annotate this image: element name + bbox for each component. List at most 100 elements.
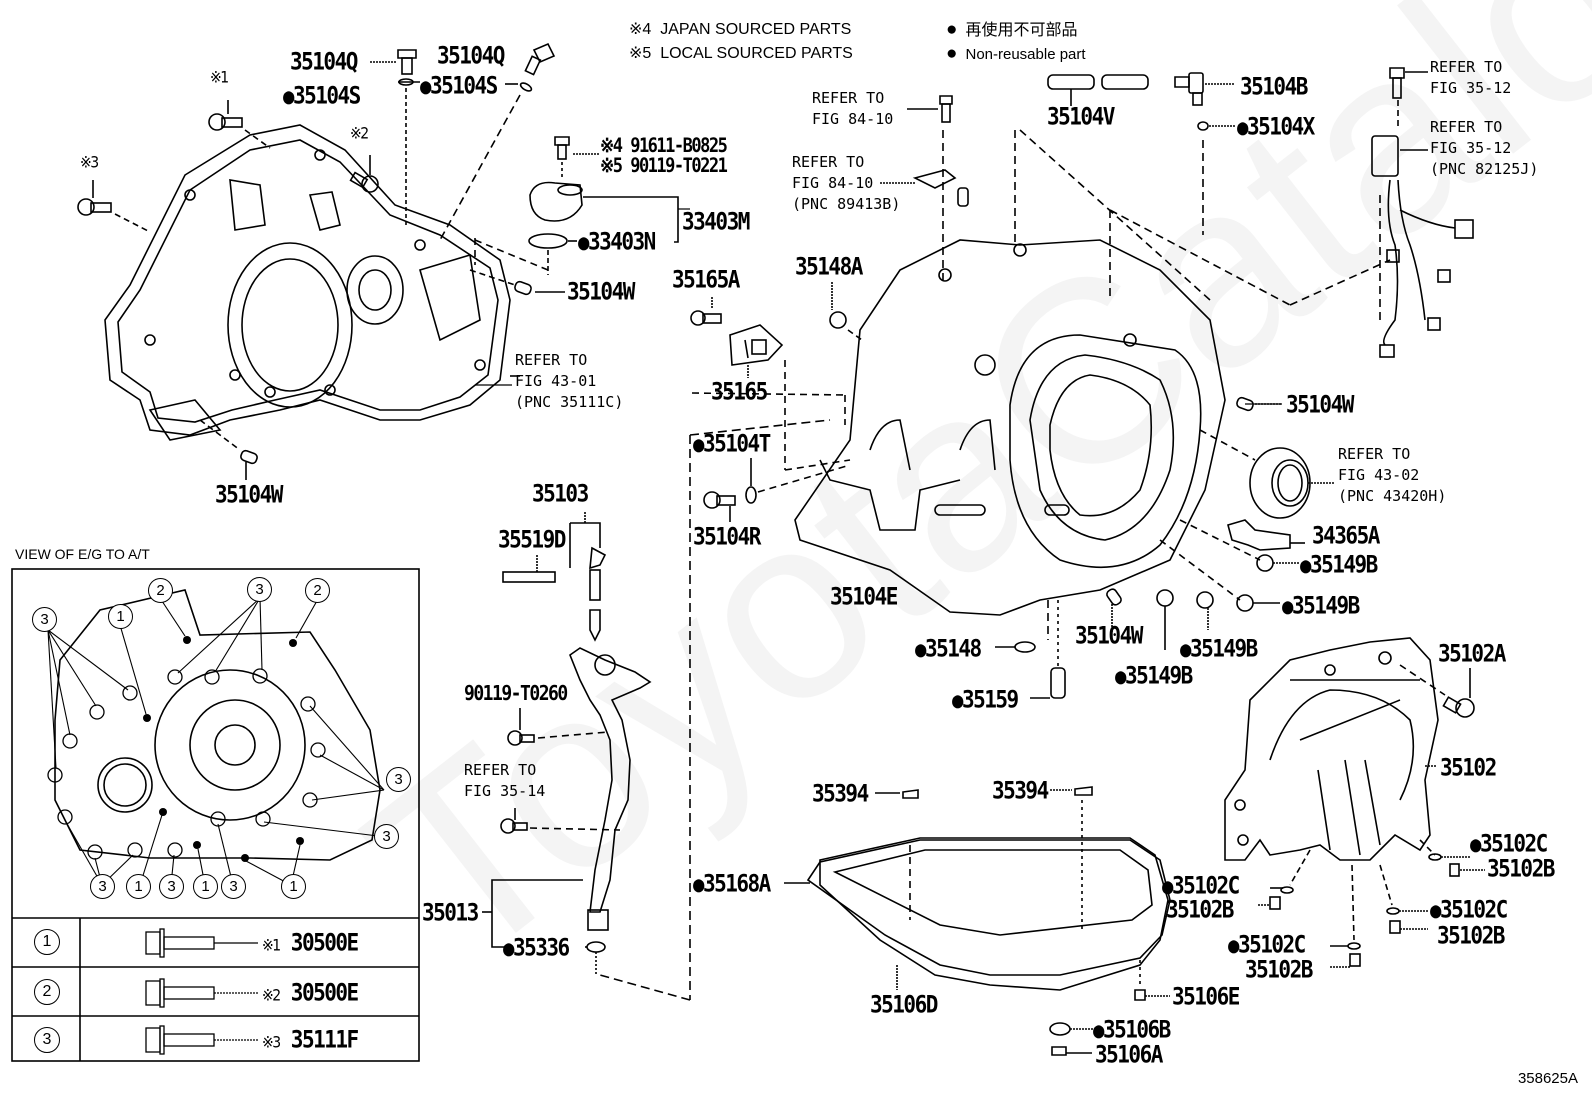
part-label-nonreusable[interactable]: 35104S [420, 71, 498, 100]
part-label-nonreusable[interactable]: 35149B [1180, 634, 1258, 663]
part-number: 35149B [1124, 661, 1193, 690]
refer-to-fig-35-14[interactable]: REFER TO FIG 35-14 [464, 761, 546, 800]
part-label[interactable]: 33403M [682, 207, 750, 236]
inset-title: VIEW OF E/G TO A/T [15, 546, 150, 562]
part-label[interactable]: 35394 [812, 779, 869, 808]
callout-circle: 3 [159, 874, 184, 899]
part-label-nonreusable[interactable]: 35102C [1470, 831, 1548, 856]
part-label[interactable]: 35104E [830, 582, 898, 611]
refer-to-fig-35-12-pnc[interactable]: REFER TO FIG 35-12 (PNC 82125J) [1430, 118, 1539, 178]
part-label-nonreusable[interactable]: 35102C [1228, 930, 1306, 959]
refer-to-fig-43-02[interactable]: REFER TO FIG 43-02 (PNC 43420H) [1338, 445, 1447, 505]
inset-view [11, 568, 420, 1062]
refer-to-fig-35-12[interactable]: REFER TO FIG 35-12 [1430, 58, 1512, 97]
part-label[interactable]: 35148A [795, 252, 863, 281]
part-label[interactable]: 35165A [672, 265, 740, 294]
part-number: 35149B [1189, 634, 1258, 663]
part-label[interactable]: 35102A [1438, 639, 1506, 668]
callout-circle: 2 [148, 578, 173, 603]
part-label[interactable]: 35165 [711, 377, 768, 406]
part-label[interactable]: 35104Q [290, 47, 358, 76]
part-number: 33403N [587, 227, 656, 256]
part-label[interactable]: ※4 91611-B0825 [600, 134, 728, 158]
callout-circle: 1 [126, 874, 151, 899]
part-label-nonreusable[interactable]: 33403N [578, 227, 656, 256]
oil-dipstick-and-tube [482, 512, 652, 975]
part-label-nonreusable[interactable]: 35159 [952, 687, 1019, 712]
part-label-nonreusable[interactable]: 35148 [915, 634, 982, 663]
part-label[interactable]: 35519D [498, 525, 566, 554]
bolt-table-part[interactable]: ※3 35111F [262, 1027, 359, 1052]
converter-housing [104, 124, 511, 441]
part-label[interactable]: 35104Q [437, 41, 505, 70]
bolt-table-key: 2 [34, 979, 60, 1005]
part-number: 35102C [1237, 930, 1306, 959]
part-label[interactable]: 35394 [992, 776, 1049, 805]
part-number: 35104T [702, 429, 771, 458]
part-label[interactable]: 35104V [1047, 102, 1115, 131]
refer-to-fig-43-01[interactable]: REFER TO FIG 43-01 (PNC 35111C) [515, 351, 624, 411]
part-label[interactable]: ※5 90119-T0221 [600, 154, 728, 178]
part-label[interactable]: 35103 [532, 479, 589, 508]
callout-circle: 3 [247, 577, 272, 602]
part-label-nonreusable[interactable]: 35149B [1300, 550, 1378, 579]
oil-seal-and-plugs [995, 429, 1335, 699]
bolt-table-part[interactable]: ※1 30500E [262, 930, 359, 955]
part-number: 35102C [1439, 895, 1508, 924]
leader-lines [475, 208, 1282, 405]
part-label-nonreusable[interactable]: 35336 [503, 935, 570, 960]
bolt-table-key: 3 [34, 1027, 60, 1053]
part-label[interactable]: 35102B [1245, 955, 1313, 984]
part-label-nonreusable[interactable]: 35104X [1237, 112, 1315, 141]
bolt-table-part[interactable]: ※2 30500E [262, 980, 359, 1006]
part-label[interactable]: 35104R [693, 522, 761, 551]
part-label-nonreusable[interactable]: 35149B [1115, 661, 1193, 690]
bolt-table-note: ※2 [262, 986, 281, 1006]
part-label-nonreusable[interactable]: 35168A [693, 871, 771, 896]
legend-note-4: ※4 JAPAN SOURCED PARTS [629, 21, 852, 38]
part-number: 35104S [292, 81, 361, 110]
legend-nonreusable-jp-text: 再使用不可部品 [965, 22, 1078, 39]
part-label-nonreusable[interactable]: 35102C [1162, 871, 1240, 900]
dowel-pins [199, 269, 1282, 632]
part-label-nonreusable[interactable]: 35104S [283, 81, 361, 110]
refer-to-fig-84-10[interactable]: REFER TO FIG 84-10 [812, 89, 894, 128]
part-label[interactable]: 35102B [1487, 854, 1555, 883]
part-label[interactable]: 35013 [422, 898, 479, 927]
part-label[interactable]: 35102 [1440, 753, 1497, 782]
sensors-top [880, 67, 1474, 358]
part-label[interactable]: 35102B [1166, 895, 1234, 924]
part-label[interactable]: 35104W [1075, 621, 1143, 650]
part-number: 35148 [924, 634, 982, 663]
part-label[interactable]: 35106A [1095, 1040, 1163, 1069]
refer-to-fig-84-10-pnc[interactable]: REFER TO FIG 84-10 (PNC 89413B) [792, 153, 901, 213]
part-label[interactable]: 90119-T0260 [464, 681, 568, 706]
part-label[interactable]: 35104W [1286, 390, 1354, 419]
part-label[interactable]: 35106D [870, 990, 938, 1019]
part-number: 35104S [429, 71, 498, 100]
part-label-nonreusable[interactable]: 35104T [693, 429, 771, 458]
oil-pan [784, 786, 1171, 1056]
callout-circle: 3 [221, 874, 246, 899]
part-label-nonreusable[interactable]: 35102C [1430, 895, 1508, 924]
callout-circle: 1 [108, 604, 133, 629]
legend-nonreusable-en: Non-reusable part [946, 42, 1085, 67]
part-label[interactable]: 35106E [1172, 982, 1240, 1011]
part-number: 35104X [1246, 112, 1315, 141]
part-label[interactable]: 35104W [215, 480, 283, 509]
part-label[interactable]: 35102B [1437, 921, 1505, 950]
callout-circle: 3 [374, 824, 399, 849]
part-label[interactable]: 34365A [1312, 521, 1380, 550]
bolt-table-key: 1 [34, 929, 60, 955]
part-label[interactable]: 35104W [567, 277, 635, 306]
part-label-nonreusable[interactable]: 35106B [1093, 1015, 1171, 1044]
part-label[interactable]: 35104B [1240, 72, 1308, 101]
part-number: 35149B [1309, 550, 1378, 579]
note-marker: ※1 [210, 68, 229, 88]
part-label-nonreusable[interactable]: 35149B [1282, 593, 1360, 618]
legend-note-5: ※5 LOCAL SOURCED PARTS [629, 45, 853, 62]
part-number: 35106B [1102, 1015, 1171, 1044]
callout-circle: 3 [90, 874, 115, 899]
part-number: 35102C [1171, 871, 1240, 900]
